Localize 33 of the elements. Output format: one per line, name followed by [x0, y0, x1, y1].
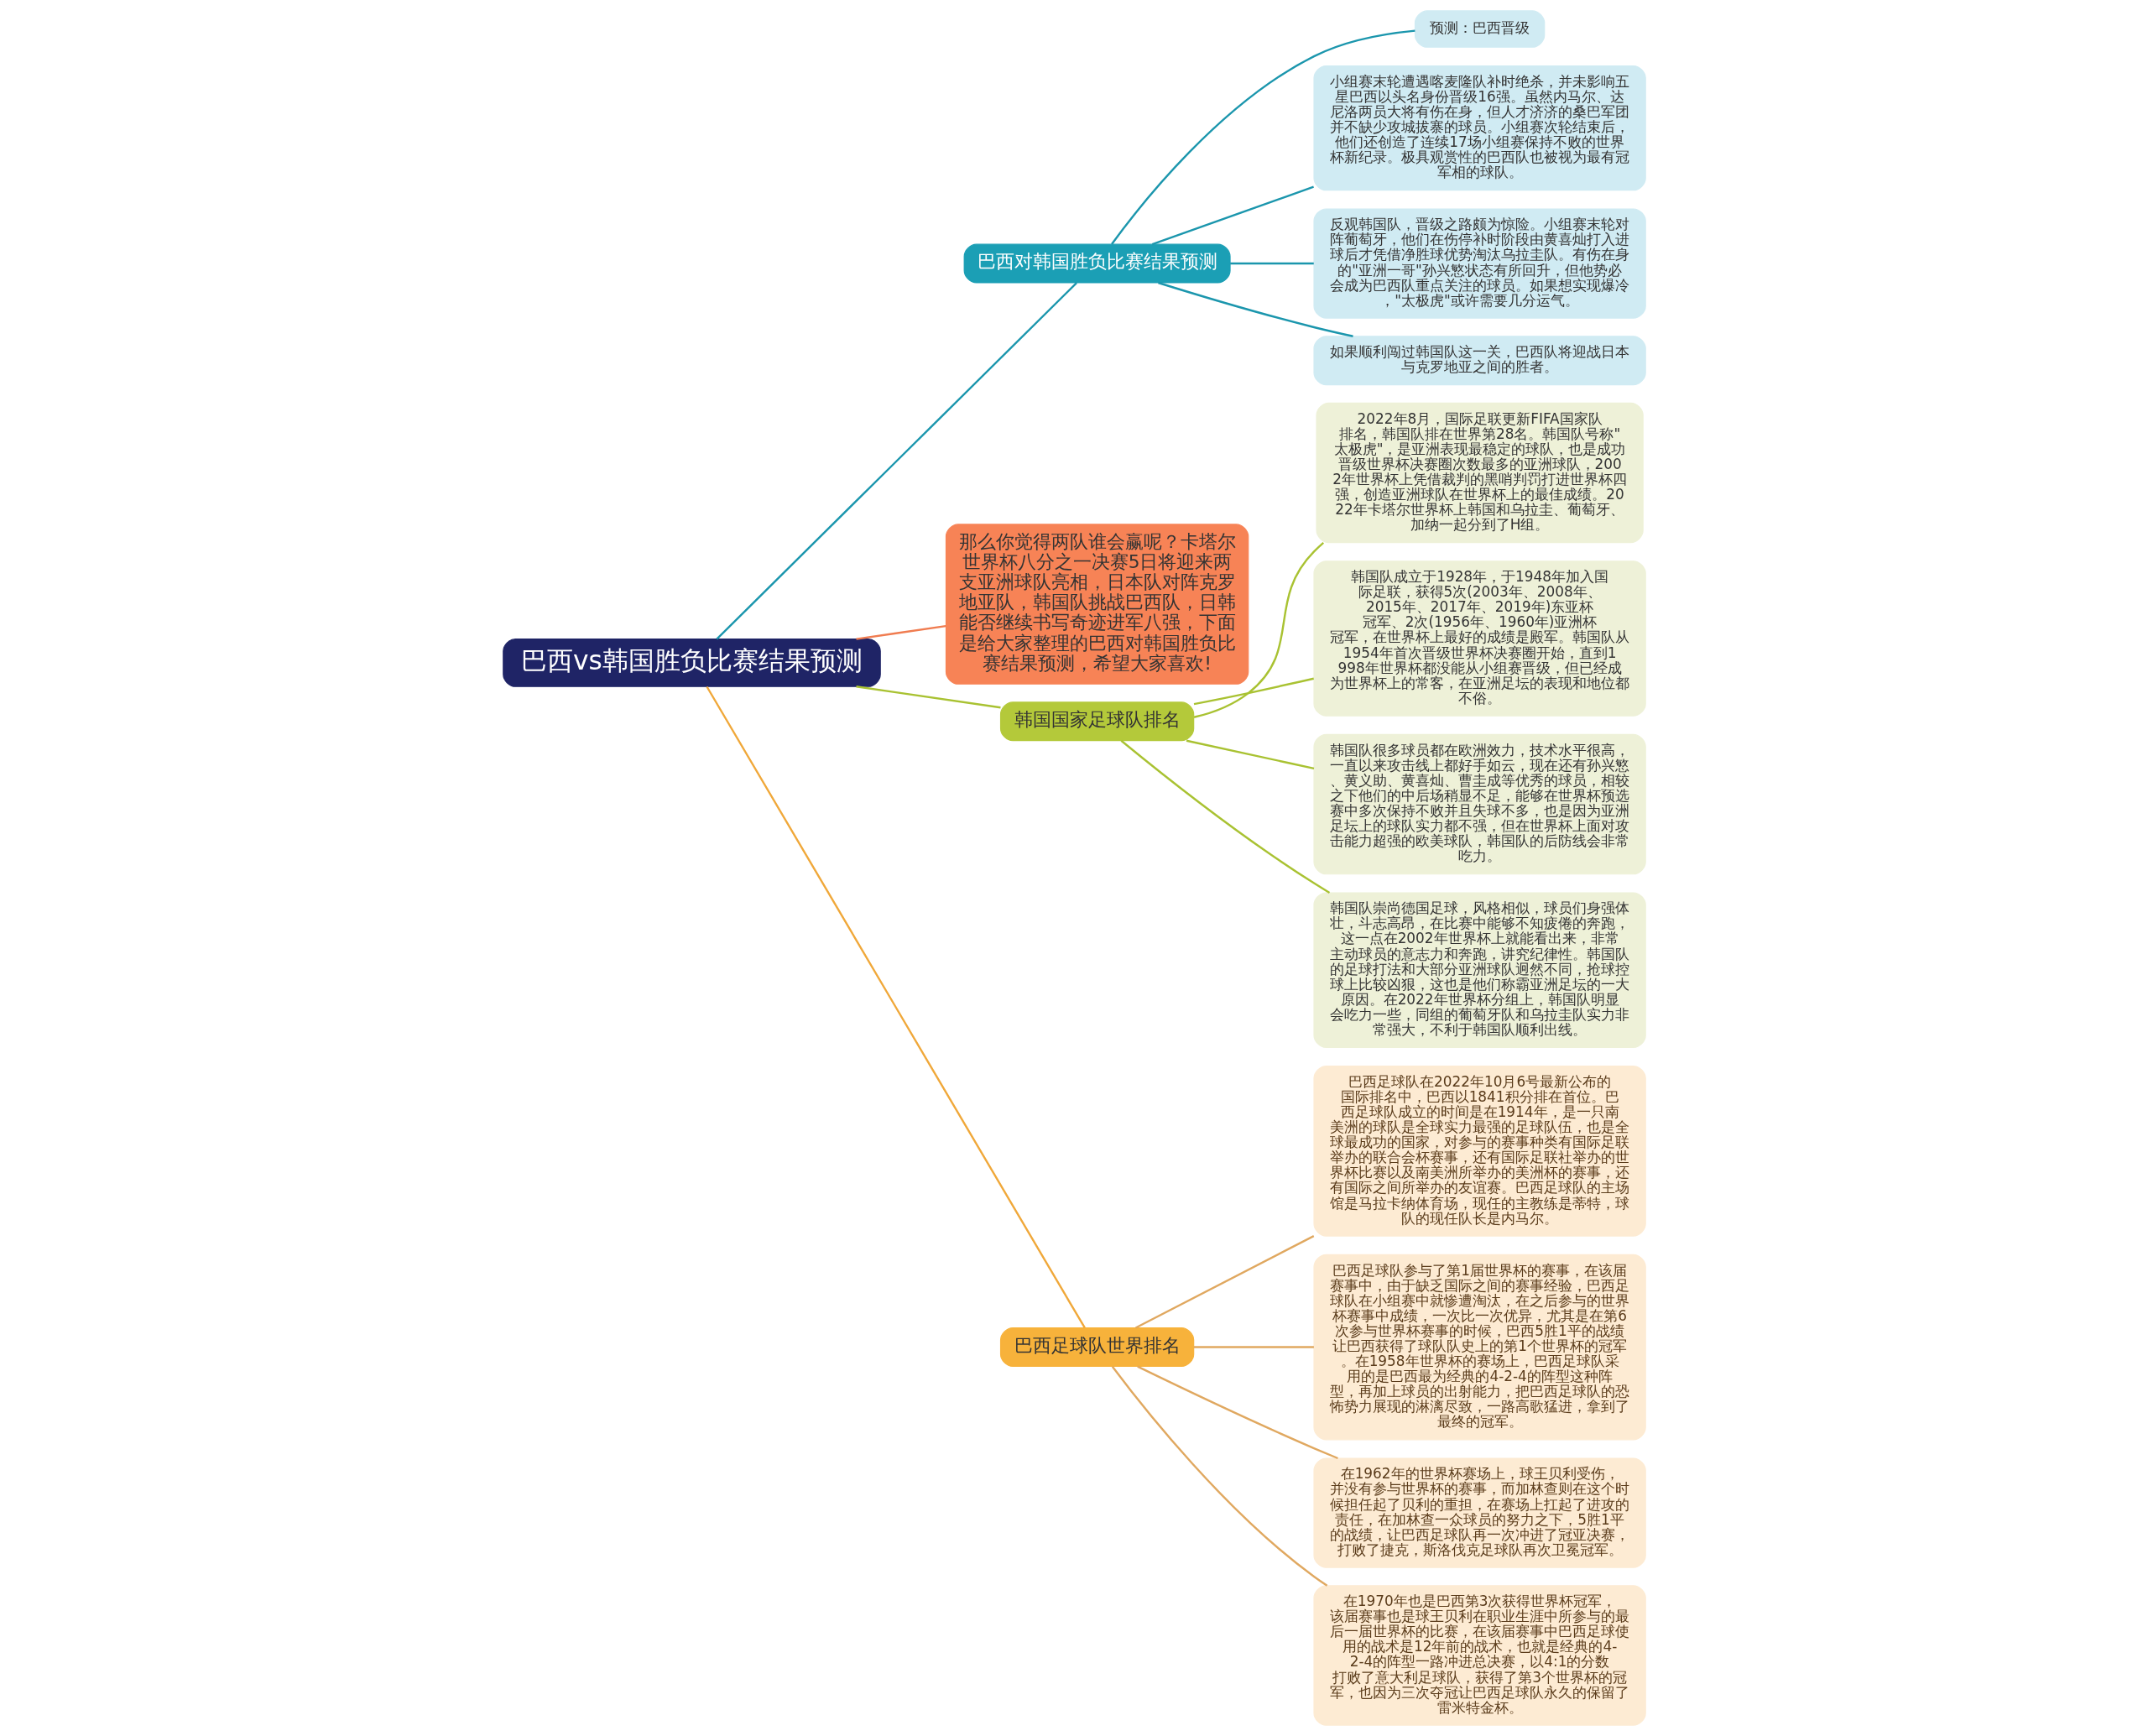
node-box: 那么你觉得两队谁会赢呢？卡塔尔世界杯八分之一决赛5日将迎来两支亚洲球队亮相，日本队对阵克罗地亚队，韩国队挑战巴西队，日韩能否继续书写奇迹进军八强，下面是给大家整理的巴西对韩国胜负比赛结果预测，希望大家喜欢!: [945, 524, 1249, 685]
node-box: 小组赛末轮遭遇喀麦隆队补时绝杀，并未影响五星巴西以头名身份晋级16强。虽然内马尔、达尼洛两员大将有伤在身，但人才济济的桑巴军团并不缺少攻城拔寨的球员。小组赛次轮结束后，他们还创造了连续17场小组赛保持不败的世界杯新纪录。极具观赏性的巴西队也被视为最有冠军相的球队。: [1312, 65, 1646, 191]
node-box: 巴西足球队参与了第1届世界杯的赛事，在该届赛事中，由于缺乏国际之间的赛事经验，巴西足球队在小组赛中就惨遭淘汰，在之后参与的世界杯赛事中成绩，一次比一次优异，尤其是在第6次参与世界杯赛事的时候，巴西5胜1平的战绩让巴西获得了球队队史上的第1个世界杯的冠军。在1958年世界杯的赛场上，巴西足球队采用的是巴西最为经典的4-2-4的阵型这种阵型，再加上球员的出射能力，把巴西足球队的恐怖势力展现的淋漓尽致，一路高歌猛进，拿到了最终的冠军。: [1312, 1254, 1646, 1441]
node-box: 2022年8月，国际足联更新FIFA国家队排名，韩国队排在世界第28名。韩国队号称"太极虎"，是亚洲表现最稳定的球队，也是成功晋级世界杯决赛圈次数最多的亚洲球队，2002年世界杯上凭借裁判的黑哨判罚打进世界杯四强，创造亚洲球队在世界杯上的最佳成绩。2022年卡塔尔世界杯上韩国和乌拉圭、葡萄牙、加纳一起分到了H组。: [1315, 402, 1644, 544]
node-box: 韩国队成立于1928年，于1948年加入国际足联，获得5次(2003年、2008年、2015年、2017年、2019年)东亚杯冠军、2次(1956年、1960年)亚洲杯冠军，在世界杯上最好的成绩是殿军。韩国队从1954年首次晋级世界杯决赛圈开始，直到1998年世界杯都没能从小组赛晋级，但已经成为世界杯上的常客，在亚洲足坛的表现和地位都不俗。: [1312, 560, 1646, 717]
connector: [1110, 29, 1415, 245]
node-box: 如果顺利闯过韩国队这一关，巴西队将迎战日本与克罗地亚之间的胜者。: [1312, 336, 1646, 386]
connector: [1229, 262, 1314, 265]
connector: [716, 282, 1077, 640]
node-box: 在1970年也是巴西第3次获得世界杯冠军，该届赛事也是球王贝利在职业生涯中所参与的最后一届世界杯的比赛，在该届赛事中巴西足球使用的战术是12年前的战术，也就是经典的4-2-4的阵型一路冲进总决赛，以4:1的分数打败了意大利足球队，获得了第3个世界杯的冠军，也因为三次夺冠让巴西足球队永久的保留了雷米特金杯。: [1312, 1585, 1646, 1726]
node-box: 韩国队很多球员都在欧洲效力，技术水平很高，一直以来攻击线上都好手如云，现在还有孙兴慜、黄义助、黄喜灿、曹圭成等优秀的球员，相较之下他们的中后场稍显不足，能够在世界杯预选赛中多次保持不败并且失球不多，也是因为亚洲足坛上的球队实力都不强，但在世界杯上面对攻击能力超强的欧美球队，韩国队的后防线会非常吃力。: [1312, 733, 1646, 875]
connector: [1111, 1366, 1327, 1587]
node-box: 巴西足球队世界排名: [999, 1327, 1194, 1368]
connector: [1193, 677, 1314, 706]
node-box: 韩国队崇尚德国足球，风格相似，球员们身强体壮，斗志高昂，在比赛中能够不知疲倦的奔跑，这一点在2002年世界杯上就能看出来，非常主动球员的意志力和奔跑，讲究纪律性。韩国队的足球打法和大部分亚洲球队迥然不同，抢球控球上比较凶狠，这也是他们称霸亚洲足坛的一大原因。在2022年世界杯分组上，韩国队明显会吃力一些，同组的葡萄牙队和乌拉圭队实力非常强大，不利于韩国队顺利出线。: [1312, 892, 1646, 1048]
node-box: 反观韩国队，晋级之路颇为惊险。小组赛末轮对阵葡萄牙，他们在伤停补时阶段由黄喜灿打入进球后才凭借净胜球优势淘汰乌拉圭队。有伤在身的"亚洲一哥"孙兴慜状态有所回升，但他势必会成为巴西队重点关注的球员。如果想实现爆冷，"太极虎"或许需要几分运气。: [1312, 208, 1646, 319]
connector: [1151, 185, 1314, 246]
node-box: 韩国国家足球队排名: [999, 701, 1194, 742]
connector: [1134, 1235, 1314, 1329]
connector: [1120, 739, 1330, 894]
node-box: 巴西足球队在2022年10月6号最新公布的国际排名中，巴西以1841积分排在首位。巴西足球队成立的时间是在1914年，是一只南美洲的球队是全球实力最强的足球队伍，也是全球最成功的国家，对参与的赛事种类有国际足联举办的联合会杯赛事，还有国际足联社举办的世界杯比赛以及南美洲所举办的美洲杯的赛事，还有国际之间所举办的友谊赛。巴西足球队的主场馆是马拉卡纳体育场，现任的主教练是蒂特，球队的现任队长是内马尔。: [1312, 1066, 1646, 1237]
connector: [855, 686, 1001, 709]
node-box: 在1962年的世界杯赛场上，球王贝利受伤，并没有参与世界杯的赛事，而加林查则在这个时候担任起了贝利的重担，在赛场上扛起了进攻的责任，在加林查一众球员的努力之下，5胜1平的战绩，让巴西足球队再一次冲进了冠亚决赛，打败了捷克，斯洛伐克足球队再次卫冕冠军。: [1312, 1457, 1646, 1568]
connector: [1193, 542, 1324, 718]
node-box: 巴西vs韩国胜负比赛结果预测: [502, 639, 881, 687]
connector: [1193, 1346, 1314, 1348]
connector: [1136, 1365, 1338, 1460]
connector: [706, 686, 1086, 1329]
node-box: 巴西对韩国胜负比赛结果预测: [963, 243, 1231, 284]
connector: [855, 624, 946, 640]
node-box: 预测：巴西晋级: [1414, 10, 1545, 48]
connector: [1186, 739, 1314, 769]
connector: [1157, 281, 1353, 337]
